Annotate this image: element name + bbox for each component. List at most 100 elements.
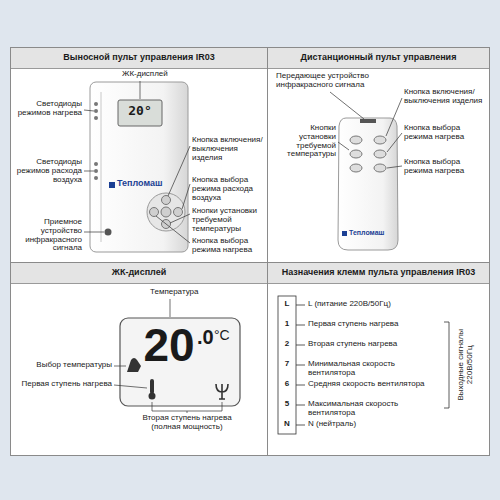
remote-control (342, 231, 347, 236)
leader-line (156, 216, 190, 243)
table-cell: ЖК-дисплей (10, 262, 268, 456)
callout-label: Светодиоды режимов расхода воздуха (14, 158, 82, 184)
remote-control (374, 136, 386, 144)
terminal-mark: L (278, 300, 296, 309)
wall-controller (94, 109, 98, 113)
terminal-block (296, 365, 305, 366)
terminal-block (296, 385, 305, 386)
terminal-mark: 6 (278, 380, 296, 389)
terminal-mark: 1 (278, 320, 296, 329)
panel-heading: ЖК-дисплей (11, 263, 267, 284)
remote-control (338, 118, 398, 250)
remote-control (350, 136, 362, 144)
lcd-unit: °C (214, 328, 238, 342)
leader-line (387, 133, 402, 152)
terminal-block (296, 325, 305, 326)
leader-line (84, 110, 94, 111)
brand-logo: Тепломаш (349, 229, 395, 237)
wall-controller (174, 208, 183, 217)
terminal-mark: 2 (278, 340, 296, 349)
callout-label: Кнопка включения/ выключения изделия (192, 136, 266, 162)
callout-label: Первая ступень нагрева (14, 380, 112, 389)
callout-label: Передающее устройство инфракрасного сигн… (276, 72, 388, 90)
leader-line (114, 366, 126, 367)
terminal-signal: L (питание 220В/50Гц) (308, 300, 442, 309)
terminal-block (296, 425, 305, 426)
callout-label: Вторая ступень нагрева (полная мощность) (132, 414, 242, 432)
callout-label: Кнопка выбора режима нагрева (404, 124, 486, 142)
callout-label: Светодиоды режимов нагрева (14, 100, 82, 118)
remote-control (350, 150, 362, 158)
terminal-signal: Средняя скорость вентилятора (308, 380, 442, 389)
callout-label: Выбор температуры (14, 361, 112, 370)
leader-line (114, 385, 147, 388)
lcd-digits: 20° (119, 104, 161, 118)
terminal-mark: 7 (278, 360, 296, 369)
terminal-signal: Первая ступень нагрева (308, 320, 442, 329)
leader-line (170, 299, 171, 317)
wall-controller (101, 92, 102, 242)
terminal-signal: Вторая ступень нагрева (308, 340, 442, 349)
bracket (444, 322, 449, 408)
wall-controller (94, 169, 98, 173)
leader-line (84, 171, 94, 172)
callout-label: Кнопка выбора режима нагрева (404, 158, 486, 176)
leader-line (330, 92, 364, 119)
leader-line (330, 92, 402, 168)
callout-label: ЖК-дисплей (122, 70, 182, 79)
bracket-label: Выходные сигналы 220В/50Гц (457, 310, 475, 420)
wall-controller (105, 229, 112, 236)
terminal-block (296, 345, 305, 346)
wall-controller (161, 207, 171, 217)
wall-controller (94, 102, 98, 106)
lcd-display (120, 318, 240, 406)
thermometer-icon (150, 379, 154, 394)
wall-controller (94, 176, 98, 180)
leader-line (84, 232, 104, 233)
callout-label: Кнопки установки требуемой температуры (274, 124, 336, 159)
terminal-block (296, 405, 305, 406)
wall-controller (90, 82, 188, 252)
remote-control (374, 150, 386, 158)
bracket (152, 402, 222, 413)
thermometer-icon (149, 393, 156, 400)
leader-line (338, 142, 349, 150)
leader-line (140, 81, 141, 99)
leader-line (182, 184, 190, 209)
wall-controller (118, 100, 162, 126)
leader-line (114, 299, 222, 413)
callout-label: Приемное устройство инфракрасного сигнал… (14, 218, 82, 253)
leader-line (168, 146, 190, 196)
callout-label: Кнопки установки требуемой температуры (192, 207, 266, 233)
remote-control (374, 164, 386, 172)
wall-controller (90, 82, 188, 252)
wall-controller (94, 116, 98, 120)
remote-control (350, 164, 362, 172)
wall-controller (94, 162, 98, 166)
callout-label: Кнопка включения/ выключения изделия (404, 88, 486, 106)
wall-controller (162, 196, 171, 205)
terminal-signal: N (нейтраль) (308, 420, 442, 429)
select-icon (127, 358, 141, 372)
leader-line (170, 214, 190, 223)
terminal-signal: Минимальная скорость вентилятора (308, 360, 442, 378)
callout-label: Кнопка выбора режима расхода воздуха (192, 176, 266, 202)
panel-heading: Выносной пульт управления IR03 (11, 48, 267, 69)
callout-label: Кнопка выбора режима нагрева (192, 237, 266, 255)
terminal-mark: 5 (278, 400, 296, 409)
terminal-block (296, 305, 305, 306)
leader-line (84, 81, 190, 243)
panel-heading: Назначения клемм пульта управления IR03 (268, 263, 489, 284)
terminal-mark: N (278, 420, 296, 429)
leader-line (387, 166, 402, 168)
table-ground (10, 47, 490, 456)
terminal-block (278, 296, 296, 434)
full-power-icon (216, 384, 228, 399)
panel-heading: Дистанционный пульт управления (268, 48, 489, 69)
wall-controller (147, 193, 185, 231)
wall-controller (150, 208, 159, 217)
terminal-signal: Максимальная скорость вентилятора (308, 400, 442, 418)
callout-label: Температура (150, 288, 230, 297)
brand-logo: Тепломаш (117, 179, 183, 189)
